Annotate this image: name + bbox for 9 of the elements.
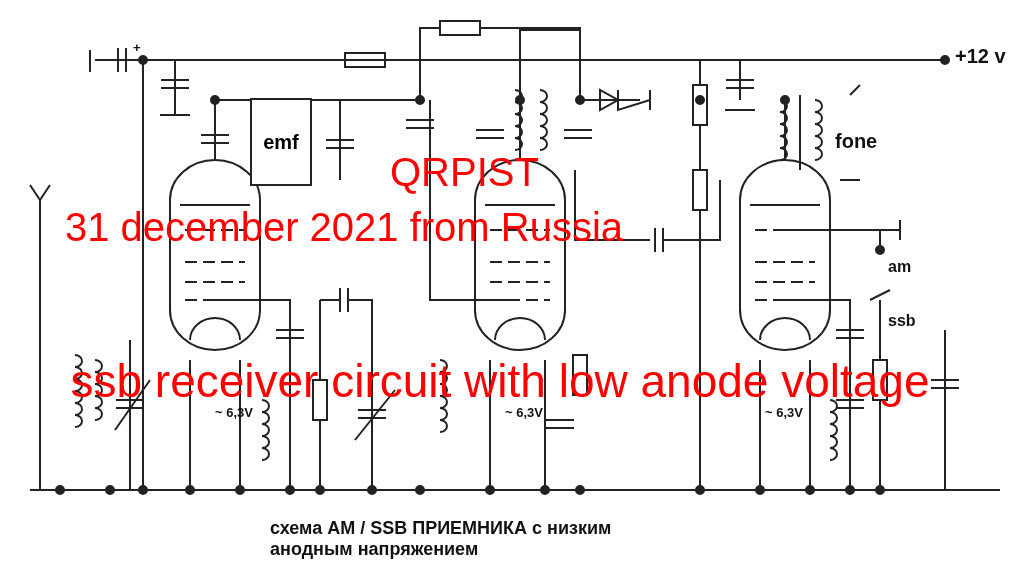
switch-label: ssb <box>888 312 916 330</box>
voltage-label: ~ 6,3V <box>765 405 803 420</box>
voltage-label: ~ 6,3V <box>505 405 543 420</box>
filter-box: emf <box>250 98 312 186</box>
polarity-mark: + <box>133 40 141 55</box>
switch-label: am <box>888 258 912 276</box>
voltage-label: +12 v <box>955 45 1006 68</box>
output-label: fone <box>835 130 878 153</box>
caption: схема AM / SSB ПРИЕМНИКА с низким анодным напряжением <box>270 518 613 560</box>
